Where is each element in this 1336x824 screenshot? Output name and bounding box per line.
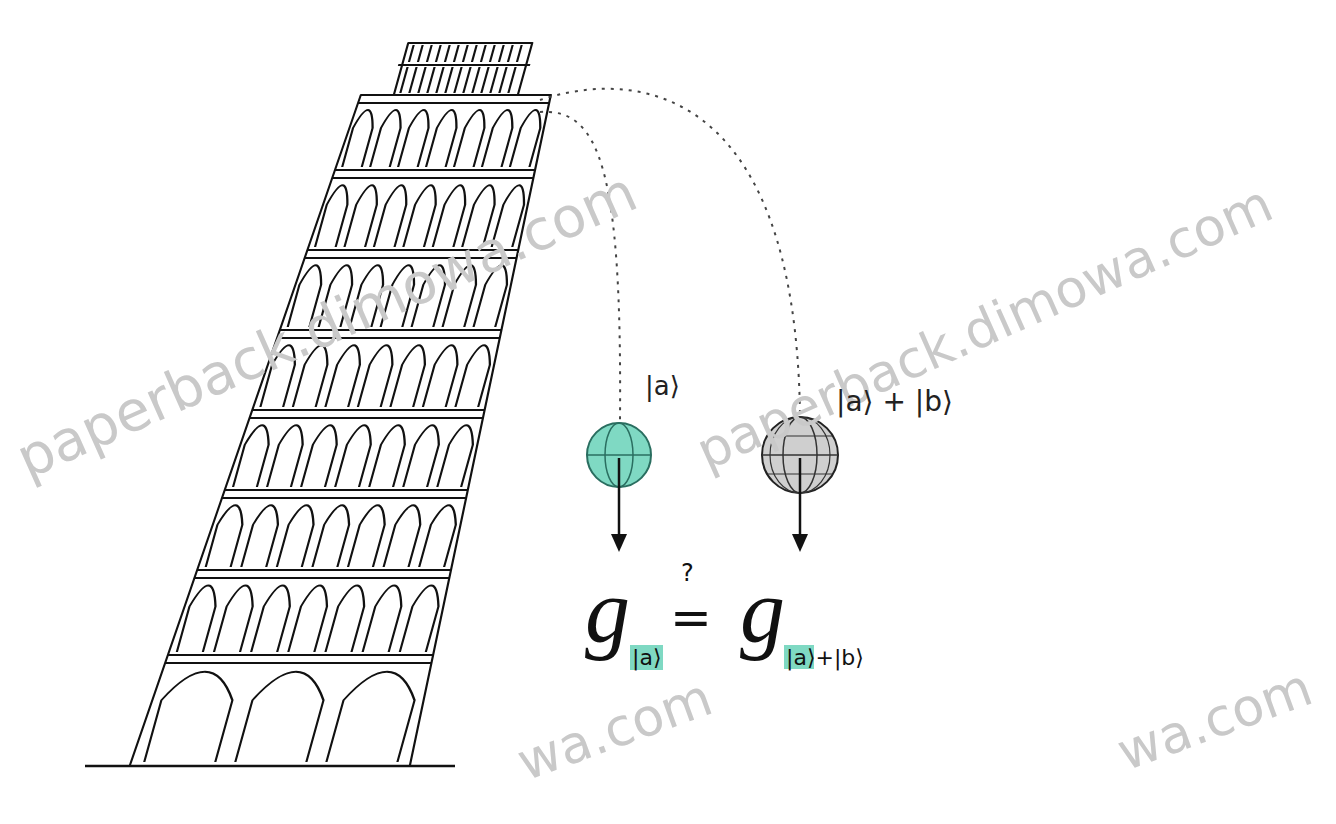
watermark: wa.com bbox=[1110, 658, 1320, 783]
tower-arch bbox=[312, 505, 354, 567]
gravity-arrow bbox=[618, 458, 621, 538]
tower-arch bbox=[348, 505, 390, 567]
tower-arch bbox=[423, 345, 463, 407]
belfry-column bbox=[490, 45, 495, 62]
tower-arch bbox=[369, 425, 410, 487]
tower-band bbox=[168, 654, 433, 656]
tower-arch bbox=[301, 425, 342, 487]
ball-equator bbox=[587, 454, 651, 456]
tower-arch bbox=[288, 586, 332, 653]
tower-arch bbox=[384, 505, 426, 567]
belfry-column bbox=[418, 45, 423, 62]
ground-line bbox=[85, 765, 455, 768]
belfry-column bbox=[427, 45, 432, 62]
belfry-column bbox=[490, 67, 497, 93]
tower-arch bbox=[335, 425, 376, 487]
subscript: |a⟩ bbox=[630, 645, 663, 670]
belfry-column bbox=[427, 67, 434, 93]
belfry-column bbox=[445, 45, 450, 62]
tower-outline bbox=[130, 95, 596, 765]
belfry-column bbox=[463, 67, 470, 93]
tower-band bbox=[335, 169, 535, 171]
tower-arch bbox=[177, 586, 221, 653]
tower-arch bbox=[363, 586, 407, 653]
belfry-column bbox=[499, 67, 506, 93]
belfry-column bbox=[400, 67, 407, 93]
question-mark: ? bbox=[681, 560, 694, 588]
tower-band bbox=[252, 409, 484, 411]
tower-arch bbox=[455, 345, 495, 407]
equals-sign: = bbox=[670, 590, 712, 648]
tower-arch bbox=[419, 505, 461, 567]
tower-band bbox=[250, 417, 483, 419]
belfry-column bbox=[409, 45, 414, 62]
tower-band bbox=[332, 177, 533, 179]
belfry-column bbox=[481, 67, 488, 93]
tower-arch bbox=[267, 425, 308, 487]
tower-band bbox=[225, 489, 468, 491]
gravity-arrow bbox=[799, 458, 802, 538]
tower-arch bbox=[510, 110, 545, 167]
belfry-column bbox=[508, 45, 513, 62]
tower-arch bbox=[358, 345, 398, 407]
tower-arch bbox=[235, 672, 331, 762]
tower-arch bbox=[277, 505, 319, 567]
belfry-column bbox=[436, 67, 443, 93]
tower-arch bbox=[326, 672, 422, 762]
gravity-symbol: g bbox=[585, 560, 630, 664]
tower-band bbox=[358, 102, 549, 104]
belfry-column bbox=[508, 67, 515, 93]
tower-band bbox=[194, 577, 449, 579]
tower-arch bbox=[251, 586, 295, 653]
tower-arch bbox=[325, 586, 369, 653]
belfry-column bbox=[409, 67, 416, 93]
tower-arch bbox=[233, 425, 274, 487]
belfry-column bbox=[463, 45, 468, 62]
watermark: paperback.dimowa.com bbox=[7, 160, 646, 492]
state-label: |a⟩ bbox=[645, 372, 680, 402]
watermark: paperback.dimowa.com bbox=[688, 174, 1282, 482]
belfry-column bbox=[436, 45, 441, 62]
belfry-band bbox=[398, 64, 530, 66]
belfry-column bbox=[481, 45, 486, 62]
tower-arch bbox=[437, 425, 478, 487]
belfry-column bbox=[418, 67, 425, 93]
tower-arch bbox=[214, 586, 258, 653]
tower-arch bbox=[206, 505, 248, 567]
belfry-column bbox=[454, 67, 461, 93]
watermark: wa.com bbox=[510, 668, 720, 793]
belfry-outline bbox=[394, 43, 532, 95]
belfry-column bbox=[454, 45, 459, 62]
belfry-column bbox=[472, 45, 477, 62]
tower-band bbox=[197, 569, 451, 571]
trajectory-dotted bbox=[540, 89, 800, 414]
belfry-column bbox=[517, 45, 522, 62]
arrowhead bbox=[611, 534, 627, 552]
tower-arch bbox=[144, 672, 240, 762]
belfry-column bbox=[499, 45, 504, 62]
gravity-symbol: g bbox=[740, 560, 785, 664]
tower-arch bbox=[241, 505, 283, 567]
belfry-column bbox=[445, 67, 452, 93]
tower-arch bbox=[400, 586, 444, 653]
tower-arch bbox=[403, 425, 444, 487]
tower-band bbox=[165, 662, 431, 664]
arrowhead bbox=[792, 534, 808, 552]
tower-band bbox=[361, 94, 551, 96]
belfry-column bbox=[472, 67, 479, 93]
tower-band bbox=[222, 497, 466, 499]
trajectory-dotted bbox=[540, 112, 620, 420]
state-label: |a⟩ + |b⟩ bbox=[836, 386, 953, 418]
subscript: |a⟩+|b⟩ bbox=[786, 645, 864, 670]
tower-arch bbox=[390, 345, 430, 407]
